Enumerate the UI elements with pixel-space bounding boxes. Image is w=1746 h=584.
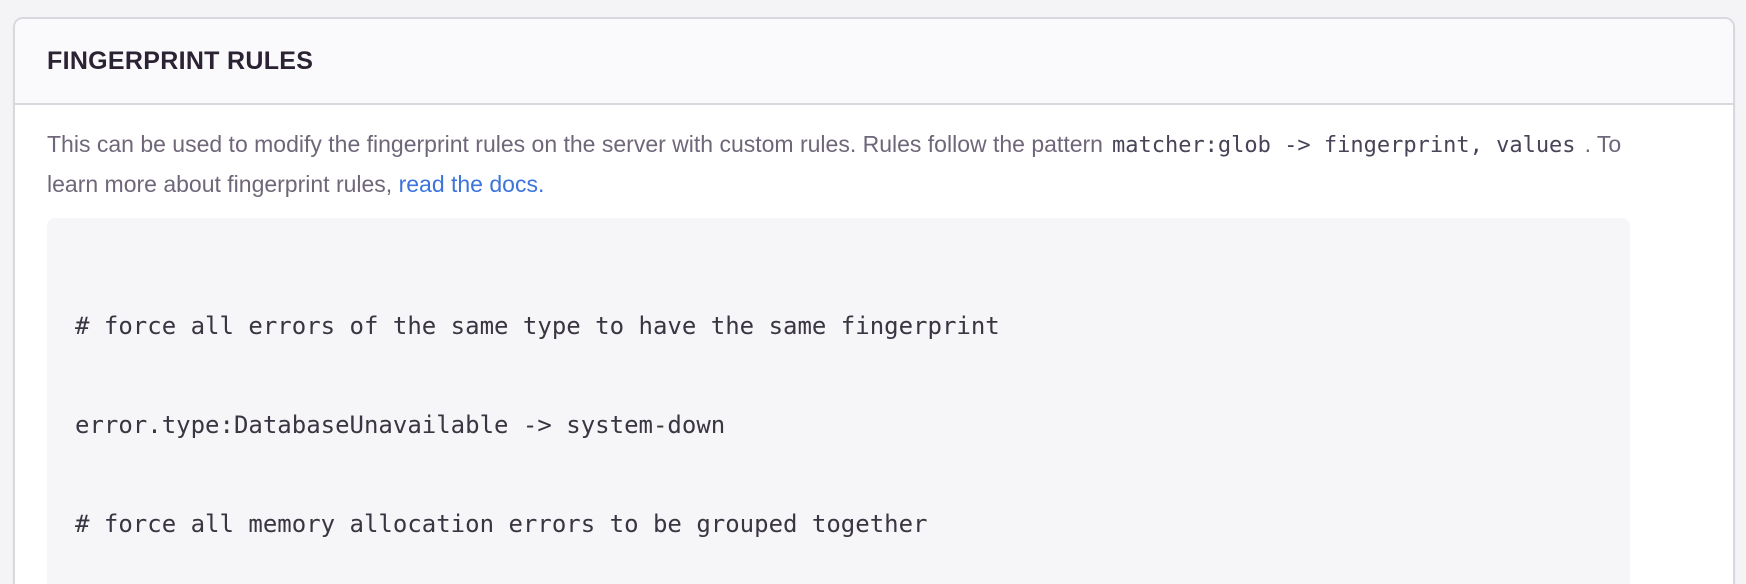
read-the-docs-link[interactable]: read the docs. (398, 171, 545, 197)
example-code-line: # force all errors of the same type to h… (75, 312, 1000, 340)
pattern-inline-code: matcher:glob -> fingerprint, values (1111, 133, 1576, 158)
panel-title: FINGERPRINT RULES (47, 46, 314, 75)
panel-header: FINGERPRINT RULES (15, 19, 1733, 105)
panel-body: This can be used to modify the fingerpri… (15, 105, 1733, 584)
fingerprint-rules-panel: FINGERPRINT RULES This can be used to mo… (13, 17, 1735, 584)
description-text-after-code: . To learn more about fingerprint rules, (47, 131, 1622, 197)
example-code-line: error.type:DatabaseUnavailable -> system… (75, 411, 726, 439)
field-description: This can be used to modify the fingerpri… (47, 125, 1630, 203)
description-text-before-code: This can be used to modify the fingerpri… (47, 131, 1103, 157)
example-code-line: # force all memory allocation errors to … (75, 510, 928, 538)
example-code-block: # force all errors of the same type to h… (47, 218, 1630, 584)
